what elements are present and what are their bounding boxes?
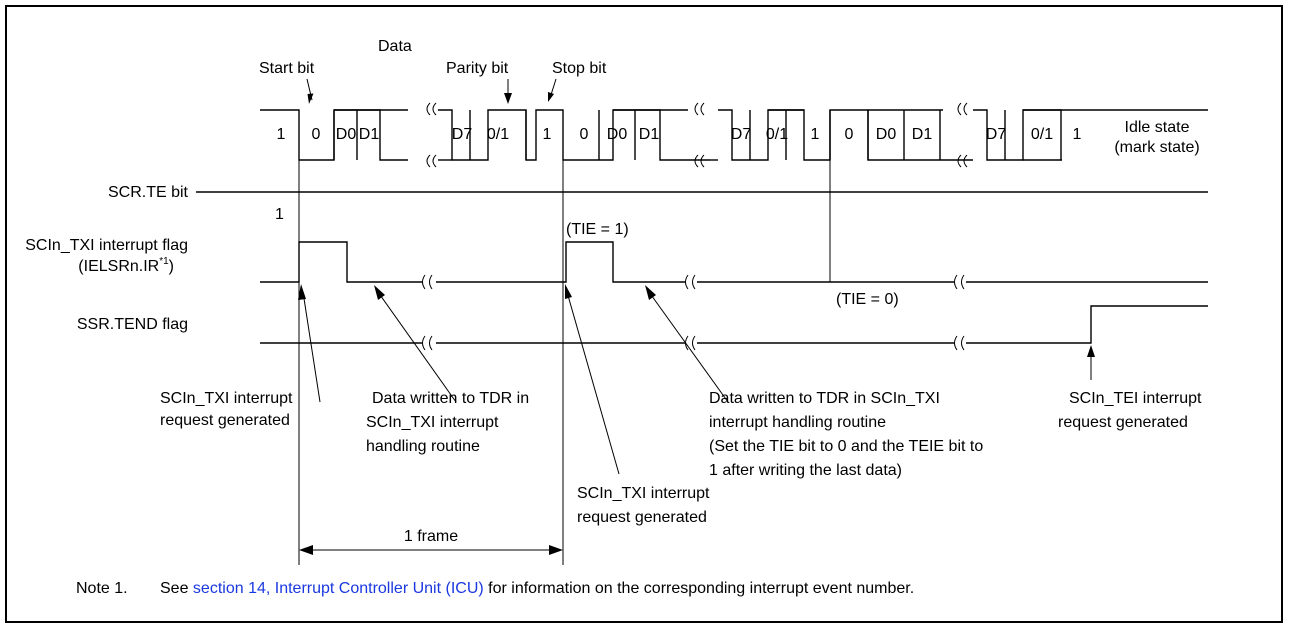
bit-label: D7 — [452, 126, 473, 143]
stop-bit-label: Stop bit — [552, 60, 607, 77]
bit-label: D0 — [607, 126, 628, 143]
data-written-1-line-3: handling routine — [366, 438, 480, 455]
reference-lines — [298, 160, 831, 565]
bit-label: 1 — [1073, 126, 1082, 143]
footnote-prefix: See — [160, 580, 193, 597]
bit-label: 1 — [811, 126, 820, 143]
diagram-border — [5, 5, 1283, 623]
bit-label: 0/1 — [766, 126, 788, 143]
txi-flag-signal — [260, 241, 1208, 290]
bit-label: D0 — [876, 126, 897, 143]
frame-2-bits: 0 D0 D1 D7 0/1 1 — [580, 126, 820, 143]
data-written-2-line-1: Data written to TDR in SCIn_TXI — [709, 390, 940, 407]
annotation-arrows — [298, 284, 1095, 475]
bit-label: 0 — [845, 126, 854, 143]
parity-bit-label: Parity bit — [446, 60, 509, 77]
tie-1-label: (TIE = 1) — [566, 221, 629, 238]
one-frame-dimension — [299, 545, 563, 555]
one-frame-label: 1 frame — [404, 528, 458, 545]
data-written-1-line-1: Data written to TDR in — [372, 390, 529, 407]
bit-label: D7 — [731, 126, 752, 143]
txi-request-2-line-1: SCIn_TXI interrupt — [577, 485, 710, 502]
bit-label: 0 — [312, 126, 321, 143]
scr-te-label: SCR.TE bit — [108, 184, 189, 201]
frame-1-bits: 1 0 D0 D1 D7 0/1 1 — [277, 126, 552, 143]
data-label: Data — [378, 38, 412, 55]
bit-label: D1 — [912, 126, 933, 143]
bit-label: D0 — [336, 126, 357, 143]
footnote: Note 1. See section 14, Interrupt Control… — [76, 580, 914, 598]
scr-te-value: 1 — [275, 206, 284, 223]
data-written-2-line-4: 1 after writing the last data) — [709, 462, 902, 479]
data-written-2-line-3: (Set the TIE bit to 0 and the TEIE bit t… — [709, 438, 983, 455]
frame-3-bits: 0 D0 D1 D7 0/1 1 — [845, 126, 1082, 143]
label-arrows — [306, 78, 557, 104]
tend-flag-label: SSR.TEND flag — [77, 316, 188, 333]
txi-flag-label: SCIn_TXI interrupt flag — [25, 237, 188, 254]
start-bit-label: Start bit — [259, 60, 315, 77]
footnote-suffix: for information on the corresponding int… — [483, 580, 915, 597]
bit-label: D7 — [986, 126, 1007, 143]
idle-state-label: Idle state — [1125, 119, 1190, 136]
bit-label: 0/1 — [487, 126, 509, 143]
footnote-label: Note 1. — [76, 580, 128, 597]
bit-label: 1 — [543, 126, 552, 143]
txi-request-2-line-2: request generated — [577, 509, 707, 526]
data-written-1-line-2: SCIn_TXI interrupt — [366, 414, 499, 431]
data-written-2-line-2: interrupt handling routine — [709, 414, 886, 431]
tend-flag-signal — [260, 305, 1208, 351]
serial-data-waveform — [260, 102, 1208, 168]
bit-label: 0 — [580, 126, 589, 143]
txi-request-1-line-2: request generated — [160, 412, 290, 429]
icu-section-link[interactable]: section 14, Interrupt Controller Unit (I… — [192, 580, 484, 597]
tei-request-line-1: SCIn_TEI interrupt — [1069, 390, 1202, 407]
txi-flag-sublabel: (IELSRn.IR*1) — [78, 256, 174, 275]
txi-request-1-line-1: SCIn_TXI interrupt — [160, 390, 293, 407]
bit-label: 1 — [277, 126, 286, 143]
tie-0-label: (TIE = 0) — [836, 291, 899, 308]
bit-label: 0/1 — [1031, 126, 1053, 143]
mark-state-label: (mark state) — [1114, 139, 1199, 156]
bit-label: D1 — [639, 126, 660, 143]
bit-label: D1 — [359, 126, 380, 143]
tei-request-line-2: request generated — [1058, 414, 1188, 431]
